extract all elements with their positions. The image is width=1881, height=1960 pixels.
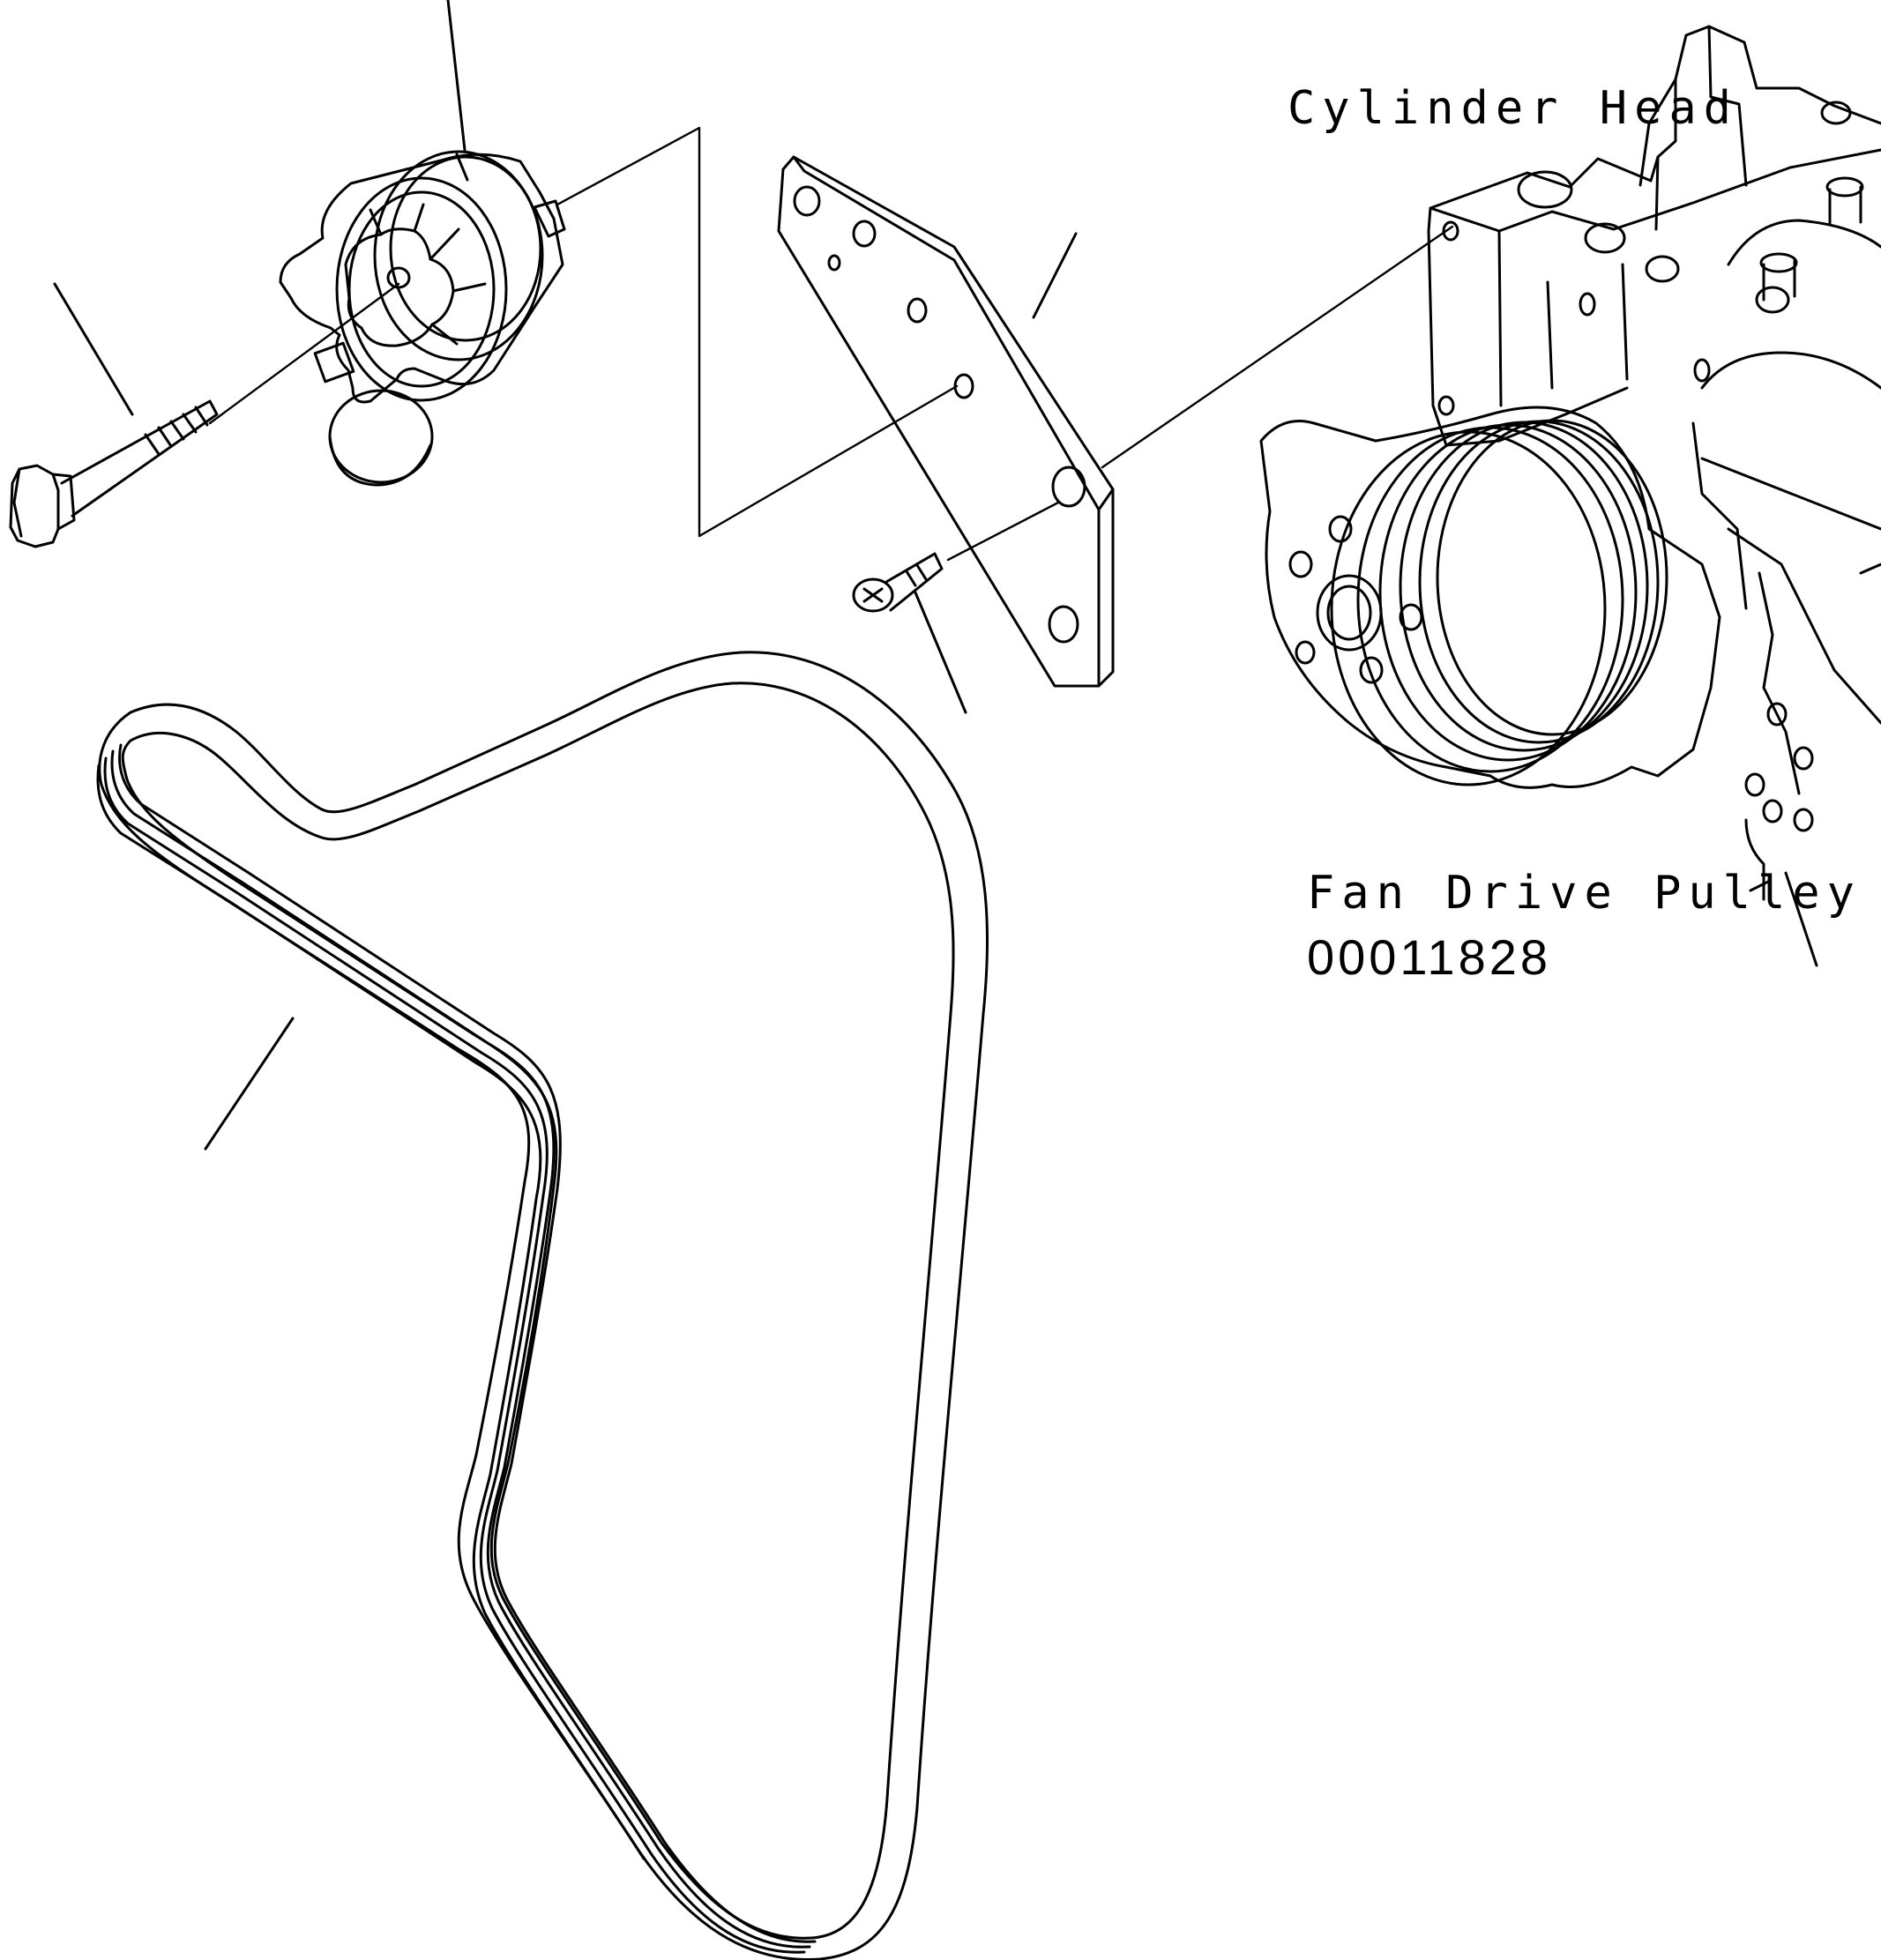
leader-line-belt — [204, 1017, 295, 1151]
fan-drive-pulley-label: Fan Drive Pulley — [1307, 867, 1862, 920]
cylinder-head-label: Cylinder Head — [1288, 82, 1738, 135]
mounting-bracket — [777, 155, 1115, 688]
belt-tensioner — [279, 150, 566, 487]
engine-assembly — [1259, 25, 1881, 901]
assembly-axis-lines — [208, 126, 1454, 562]
leader-line-bolt — [53, 282, 134, 416]
leader-lines — [53, 0, 1818, 1151]
leader-line-engine — [1784, 871, 1818, 967]
leader-line-bracket — [1032, 232, 1078, 319]
countersunk-screw — [852, 552, 944, 613]
poly-v-belt — [96, 651, 989, 1960]
drawing-number: 00011828 — [1307, 929, 1551, 985]
flange-bolt — [9, 399, 219, 548]
leader-line-tensioner — [446, 0, 467, 152]
leader-line-screw — [914, 591, 967, 714]
